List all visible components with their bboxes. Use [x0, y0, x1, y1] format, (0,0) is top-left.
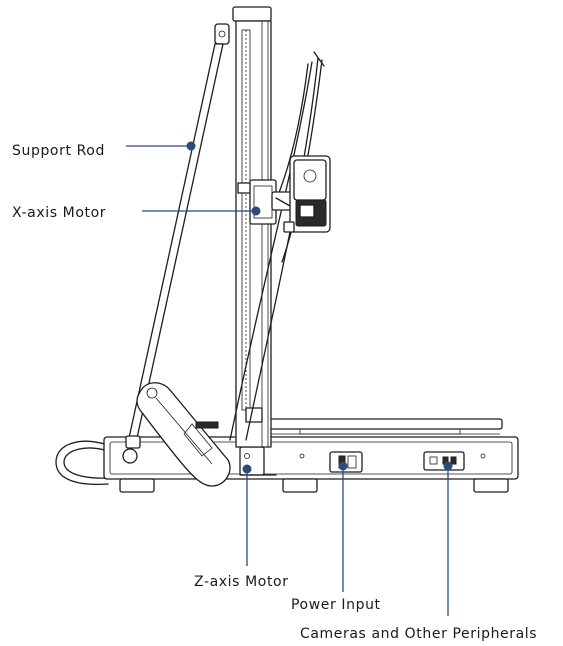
support-rod	[122, 23, 230, 464]
foot	[473, 478, 509, 493]
power-input-label: Power Input	[291, 597, 381, 613]
z-axis-motor-label: Z-axis Motor	[194, 574, 289, 590]
cameras-peripherals-label: Cameras and Other Peripherals	[300, 626, 538, 642]
toolhead	[283, 155, 331, 233]
vertical-column	[232, 6, 272, 448]
foot	[282, 478, 318, 493]
support-rod-dot	[186, 141, 196, 151]
x-axis-motor-dot	[251, 206, 261, 216]
leader-lines	[126, 141, 453, 616]
power-input-dot	[338, 461, 348, 471]
power-input-port	[329, 451, 363, 473]
cable-loop	[55, 440, 109, 486]
support-rod-label: Support Rod	[12, 143, 105, 159]
diagonal-brace	[136, 382, 231, 487]
foot	[119, 478, 155, 493]
peripherals-dot	[443, 461, 453, 471]
x-axis-motor-label: X-axis Motor	[12, 205, 107, 221]
z-axis-motor-dot	[242, 464, 252, 474]
heat-bed	[257, 418, 503, 435]
